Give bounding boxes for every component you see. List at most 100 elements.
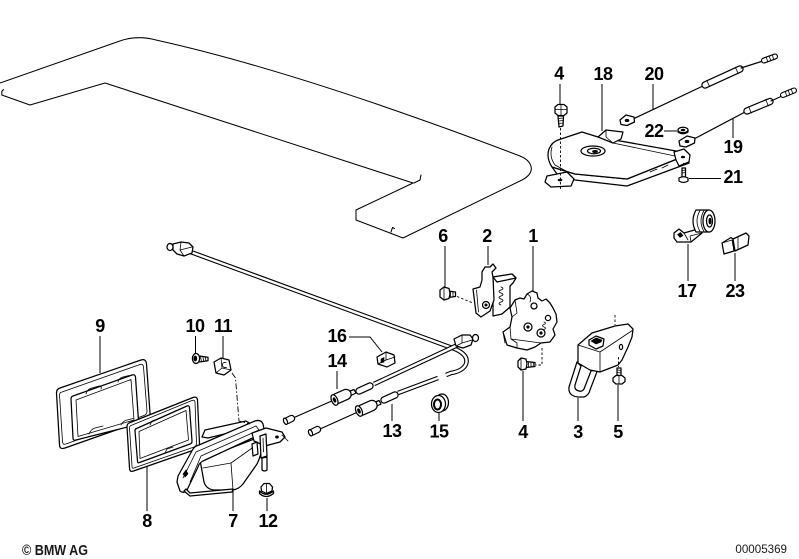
callout-label: 12: [258, 511, 278, 531]
cable-sleeve-fill: [356, 383, 373, 394]
cable-sleeve-fill: [381, 392, 398, 403]
mounting-plate-18: [544, 129, 691, 188]
lock-spring: [542, 321, 546, 330]
callout-label: 21: [723, 167, 743, 187]
cable-end-nipple-fill: [285, 416, 294, 423]
cable-inner-wire: [740, 60, 764, 69]
callout-label: 1: [528, 226, 538, 246]
housing-body-crease: [202, 445, 256, 491]
plate-lug-left-hole: [557, 178, 563, 182]
panel-outer-edge: [0, 37, 532, 239]
housing-terminal-blade-small: [251, 441, 259, 457]
latch-bracket-2: [472, 263, 517, 318]
cable-sleeve-fill: [702, 66, 743, 88]
panel-edge-notch: [390, 174, 422, 233]
washer-hole: [680, 128, 686, 132]
cover-panel-outline: [0, 37, 532, 239]
bracket-hook-plate: [472, 263, 497, 318]
lock-rivet: [544, 314, 552, 322]
cable-conduit-fill: [397, 376, 439, 395]
gasket-opening: [134, 405, 193, 464]
frame-retaining-tabs: [85, 375, 134, 435]
striker-body-edges: [577, 329, 634, 373]
washer-22: [677, 126, 689, 135]
clip-nut-11: [213, 357, 232, 376]
bracket-spring: [498, 286, 504, 306]
cable-end-barrel-fill: [332, 390, 351, 403]
bowden-cable-13: [187, 248, 469, 437]
screw-5: [612, 367, 626, 385]
bracket-top-tab: [492, 273, 517, 283]
housing-detail: [182, 469, 189, 478]
lock-housing-edges: [502, 326, 542, 349]
screw-thread: [528, 361, 534, 368]
nut-flange: [258, 490, 275, 498]
callout-label: 18: [593, 64, 613, 84]
clips: 17 23: [673, 209, 750, 301]
clip-front-face: [721, 236, 735, 255]
clip-body: [732, 232, 750, 252]
callout-label: 10: [185, 316, 205, 336]
handle-assembly: 9 10 11 8 7 12: [55, 316, 289, 531]
cable-inner-wire: [770, 95, 783, 102]
cable-connector-left: [166, 241, 194, 257]
bowden-cable-20: [619, 53, 778, 127]
lock-assembly: 6 2 1 4 3 5: [438, 226, 634, 442]
cable-connector-right: [453, 333, 480, 349]
clip-slot: [380, 357, 385, 364]
plate-top-surface: [547, 131, 683, 180]
clip-nut-hole: [222, 362, 227, 368]
plate-crease: [612, 142, 676, 157]
cable-conduit-fill: [187, 249, 468, 377]
striker-mount-hole: [618, 343, 624, 351]
callout-label: 4: [554, 64, 564, 84]
copyright-notice: © BMW AG: [22, 542, 88, 559]
callout-label: 19: [723, 137, 743, 157]
callout-label: 13: [382, 421, 402, 441]
callout-label: 14: [327, 351, 347, 371]
screw-shank: [557, 115, 565, 128]
housing-stud: [261, 456, 268, 472]
clip-edges: [377, 351, 396, 365]
grommet-hole: [708, 217, 712, 225]
callout-label: 7: [228, 511, 238, 531]
lock-mechanism-1: [502, 290, 558, 351]
callout-label: 23: [725, 281, 745, 301]
mount-tab-hole: [275, 435, 279, 439]
screw-thread: [450, 290, 454, 298]
plate-tab-edge: [605, 129, 614, 144]
terminal-blade-slot: [262, 437, 264, 453]
lock-pivot-hole: [539, 331, 543, 335]
diagram-number: 00005369: [735, 543, 787, 556]
plate-assembly: 4 18 20 22 19 21: [544, 53, 797, 190]
screw-10: [191, 352, 209, 365]
connector-end-cap: [166, 242, 174, 252]
sleeve-collar: [748, 99, 769, 114]
callout-label: 8: [142, 511, 152, 531]
cable-inner-wire: [319, 410, 360, 430]
callout-label: 15: [429, 422, 449, 442]
connector-end-cap: [471, 333, 480, 343]
frame-rim-edge: [59, 363, 148, 445]
gasket-notches: [149, 418, 174, 454]
cable-clip-16: [376, 351, 396, 368]
connector-edges: [455, 334, 473, 347]
plate-lug-right-hole: [680, 155, 686, 159]
screw-thread: [557, 117, 564, 124]
screw-head: [517, 357, 528, 371]
mount-tab-edge: [281, 434, 289, 442]
assembly-line-screw-4-lower: [536, 348, 543, 366]
callout-label: 2: [482, 226, 492, 246]
plate-boss-hole: [592, 150, 598, 154]
screw-4-top: [554, 103, 568, 128]
barrel-bore: [332, 397, 337, 403]
screw-thread: [200, 355, 207, 363]
leader-line: [349, 336, 383, 353]
lock-catch-edge: [511, 293, 531, 318]
terminal-thread: [784, 88, 794, 97]
barrel-bore: [357, 408, 361, 414]
plate-flange-slots: [649, 164, 669, 173]
plate-rolled-edge: [550, 146, 567, 172]
screw-21: [678, 163, 689, 184]
